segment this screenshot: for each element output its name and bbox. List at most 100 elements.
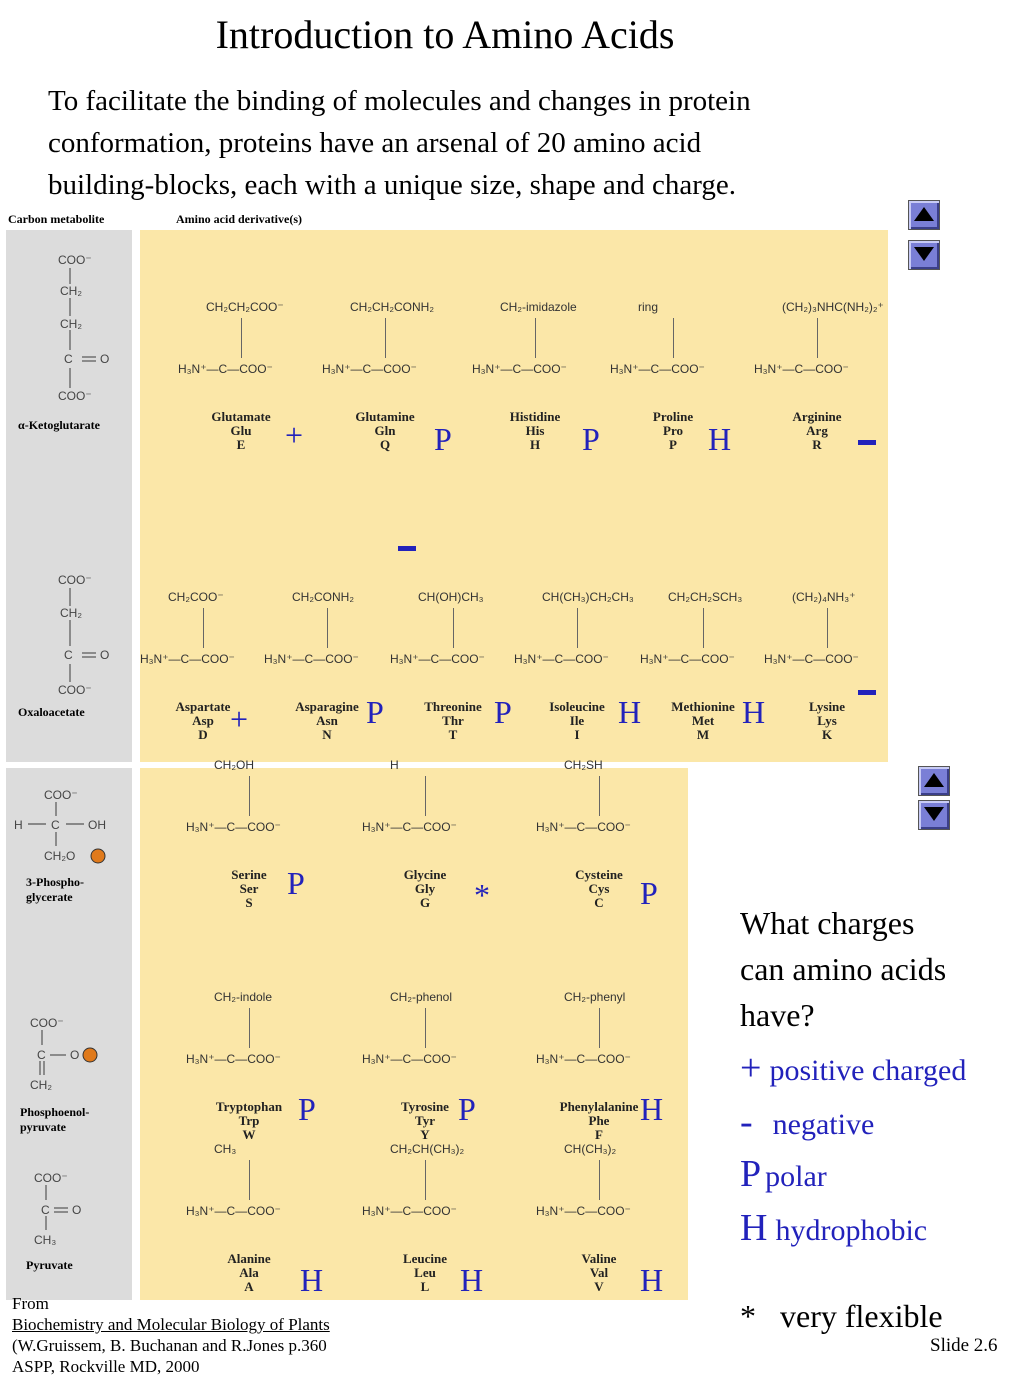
backbone-formula: H₃N⁺—C—COO⁻ xyxy=(536,1204,631,1218)
citation-book-title: Biochemistry and Molecular Biology of Pl… xyxy=(12,1315,330,1334)
side-chain: CH(CH₃)₂ xyxy=(564,1142,617,1156)
legend-symbol: P xyxy=(740,1153,762,1195)
scroll-down-button[interactable] xyxy=(908,240,940,270)
backbone-formula: H₃N⁺—C—COO⁻ xyxy=(390,652,485,666)
svg-text:COO⁻: COO⁻ xyxy=(58,573,92,587)
backbone-formula: H₃N⁺—C—COO⁻ xyxy=(186,820,281,834)
amino-acid-one: P xyxy=(669,437,677,452)
charge-marker-minus xyxy=(398,546,416,551)
intro-text: To facilitate the binding of molecules a… xyxy=(48,85,751,201)
amino-acid-three: Cys xyxy=(588,881,610,896)
backbone-formula: H₃N⁺—C—COO⁻ xyxy=(362,1204,457,1218)
hydrophobic-marker: H xyxy=(640,1091,664,1127)
amino-acid-one: Y xyxy=(420,1127,430,1142)
svg-text:C: C xyxy=(41,1203,50,1217)
hydrophobic-marker: H xyxy=(742,694,766,730)
legend-item-negative: -negative xyxy=(740,1100,874,1144)
svg-text:C: C xyxy=(37,1048,46,1062)
amino-acid-three: Arg xyxy=(806,423,828,438)
down-arrow-icon xyxy=(924,807,944,821)
scroll-up-button[interactable] xyxy=(908,200,940,230)
amino-acid-three: Glu xyxy=(230,423,252,438)
amino-acid-three: Leu xyxy=(414,1265,436,1280)
svg-text:O: O xyxy=(70,1048,79,1062)
scroll-up-button[interactable] xyxy=(918,766,950,796)
backbone-formula: H₃N⁺—C—COO⁻ xyxy=(362,1052,457,1066)
amino-acid-one: S xyxy=(245,895,253,910)
scroll-down-button[interactable] xyxy=(918,800,950,830)
legend-symbol: - xyxy=(740,1101,753,1143)
side-chain: CH₂CH₂CONH₂ xyxy=(350,300,434,314)
bond-line xyxy=(673,318,674,358)
amino-acid-name: Lysine xyxy=(808,699,846,714)
backbone-formula: H₃N⁺—C—COO⁻ xyxy=(754,362,849,376)
backbone-formula: H₃N⁺—C—COO⁻ xyxy=(178,362,273,376)
derivative-panel-top xyxy=(140,230,888,762)
side-chain: CH₂-imidazole xyxy=(500,300,577,314)
legend-item-positive: +positive charged xyxy=(740,1046,966,1090)
amino-acid-one: M xyxy=(696,727,710,742)
backbone-formula: H₃N⁺—C—COO⁻ xyxy=(264,652,359,666)
amino-acid-name: Threonine xyxy=(424,699,482,714)
amino-acid-name: Phenylalanine xyxy=(559,1099,639,1114)
bond-line xyxy=(203,608,204,648)
amino-acid-name: Methionine xyxy=(671,699,735,714)
amino-acid-one: C xyxy=(594,895,604,910)
bond-line xyxy=(249,1008,250,1048)
citation-line: ASPP, Rockville MD, 2000 xyxy=(12,1357,200,1376)
side-chain: CH₂OH xyxy=(214,758,254,772)
carbon-metabolite-header: Carbon metabolite xyxy=(8,212,105,226)
citation-prefix: From xyxy=(12,1294,49,1313)
bond-line xyxy=(453,608,454,648)
backbone-formula: H₃N⁺—C—COO⁻ xyxy=(640,652,735,666)
side-chain: CH₃ xyxy=(214,1142,237,1156)
bond-line xyxy=(327,608,328,648)
amino-acid-one: A xyxy=(244,1279,254,1294)
amino-acid-three: His xyxy=(525,423,545,438)
svg-text:COO⁻: COO⁻ xyxy=(34,1171,68,1185)
charge-marker-minus xyxy=(858,690,876,695)
amino-acid-name: Asparagine xyxy=(295,699,359,714)
amino-acid-three: Ile xyxy=(569,713,585,728)
amino-acid-derivative-header: Amino acid derivative(s) xyxy=(176,212,302,226)
side-chain: CH₂CONH₂ xyxy=(292,590,354,604)
polar-marker: P xyxy=(287,865,305,901)
amino-acid-three: Ser xyxy=(239,881,259,896)
amino-acid-one: V xyxy=(594,1279,604,1294)
side-chain: CH₂-phenyl xyxy=(564,990,626,1004)
amino-acid-one: E xyxy=(236,437,246,452)
svg-text:CH₂: CH₂ xyxy=(60,284,82,298)
down-arrow-icon xyxy=(914,247,934,261)
svg-text:CH₂: CH₂ xyxy=(60,317,82,331)
backbone-formula: H₃N⁺—C—COO⁻ xyxy=(140,652,235,666)
bond-line xyxy=(425,776,426,816)
derivative-panel-bottom xyxy=(140,768,688,1300)
side-chain: CH₂CH₂SCH₃ xyxy=(668,590,743,604)
metabolite-label: Oxaloacetate xyxy=(18,705,85,719)
svg-text:COO⁻: COO⁻ xyxy=(58,253,92,267)
polar-marker: P xyxy=(298,1091,316,1127)
amino-acid-three: Tyr xyxy=(415,1113,435,1128)
up-arrow-icon xyxy=(924,773,944,787)
amino-acid-one: G xyxy=(419,895,431,910)
svg-text:COO⁻: COO⁻ xyxy=(58,389,92,403)
backbone-formula: H₃N⁺—C—COO⁻ xyxy=(764,652,859,666)
svg-text:CH₂: CH₂ xyxy=(30,1078,52,1092)
svg-text:COO⁻: COO⁻ xyxy=(44,788,78,802)
flexible-note: * very flexible xyxy=(740,1298,943,1334)
amino-acid-one: L xyxy=(420,1279,430,1294)
amino-acid-three: Thr xyxy=(442,713,464,728)
slide-number: Slide 2.6 xyxy=(930,1335,998,1356)
